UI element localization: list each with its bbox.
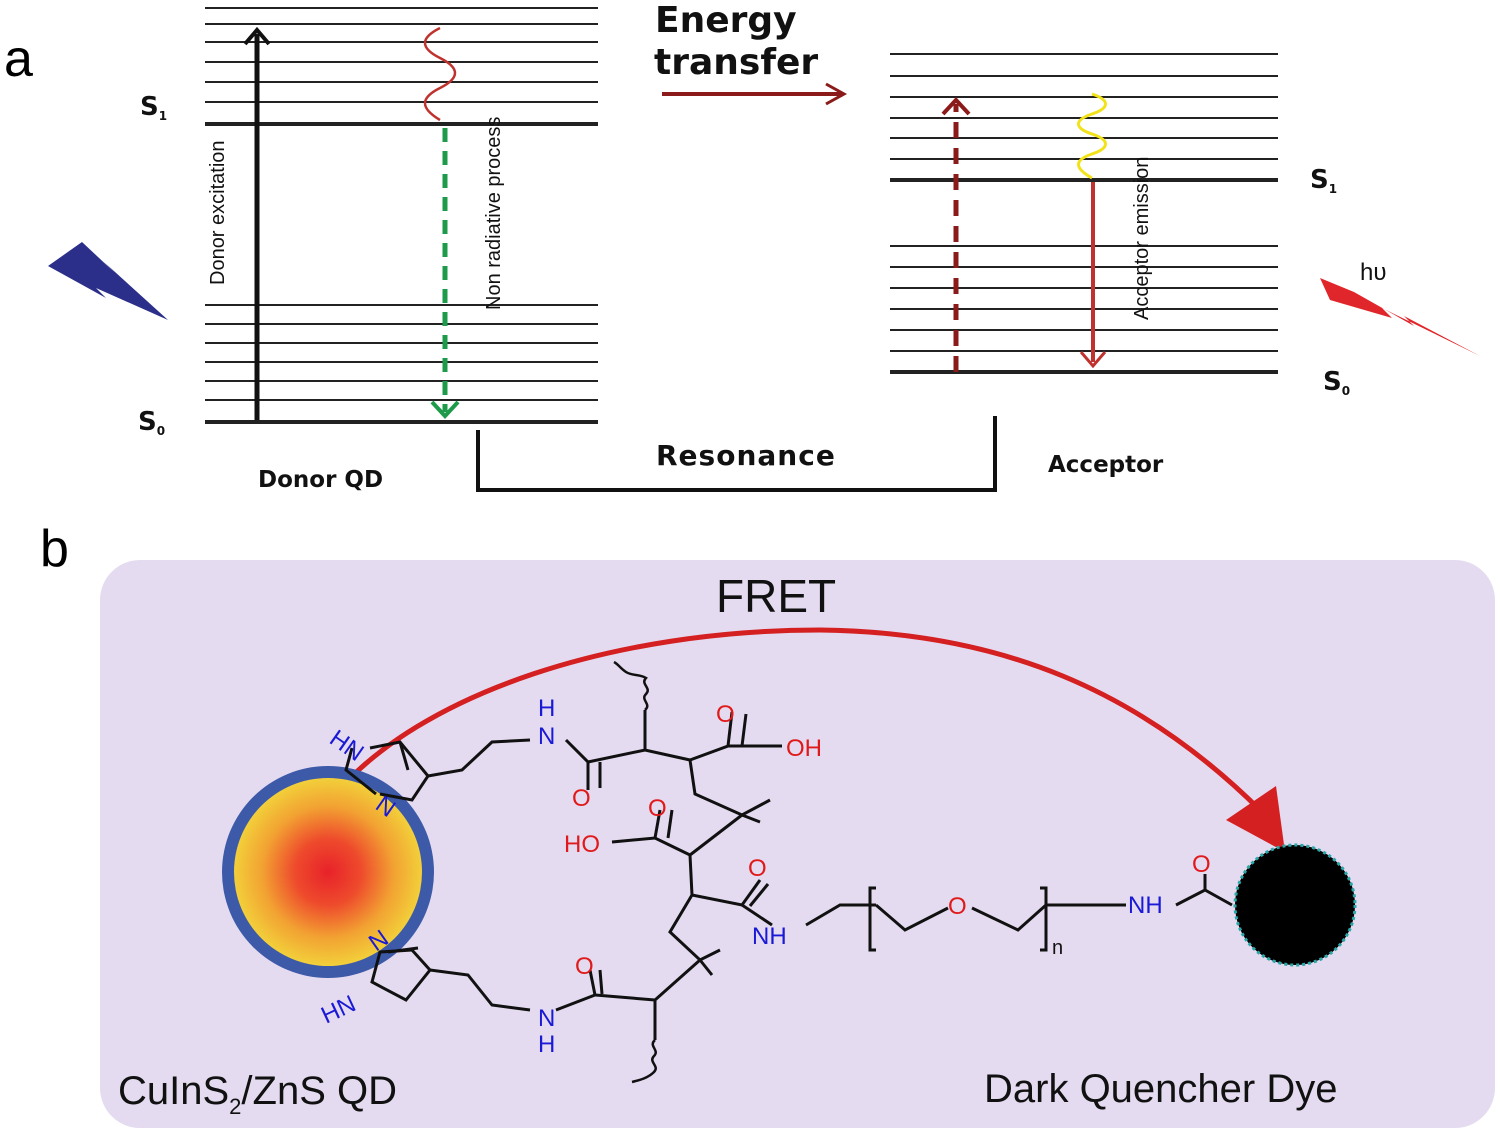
donor-excitation-label: Donor excitation	[207, 140, 229, 285]
atom-oh-1: OH	[786, 735, 822, 762]
resonance-bracket	[476, 416, 997, 492]
atom-n-amide-top: N	[538, 723, 555, 750]
atom-o-peg: O	[948, 893, 967, 920]
fret-arrowhead	[1226, 786, 1285, 852]
energy-transfer-line2: transfer	[654, 42, 818, 83]
atom-ho-1: HO	[564, 831, 600, 858]
donor-wavy-line	[423, 26, 457, 122]
panel-b-background	[100, 560, 1495, 1128]
acceptor-levels	[890, 53, 1278, 374]
dye-label: Dark Quencher Dye	[984, 1067, 1337, 1111]
resonance-label: Resonance	[656, 439, 836, 472]
excitation-lightning-icon	[48, 242, 168, 320]
qd-label: CuInS2/ZnS QD	[118, 1069, 397, 1119]
fret-label: FRET	[716, 570, 836, 622]
donor-s1-label: S1	[140, 92, 167, 123]
acceptor-emission-label: Acceptor emission	[1131, 157, 1153, 320]
chemical-bonds	[344, 710, 1233, 1040]
atom-o-4: O	[748, 855, 767, 882]
atom-o-dye: O	[1192, 851, 1211, 878]
panel-b-letter: b	[40, 520, 69, 578]
acceptor-emission-arrow	[1079, 182, 1107, 369]
donor-excitation-arrow	[243, 26, 271, 420]
atom-o-3: O	[648, 795, 667, 822]
photon-label: hυ	[1360, 259, 1386, 286]
panel-a-letter: a	[4, 30, 33, 88]
emission-lightning-icon	[1320, 278, 1480, 356]
donor-name: Donor QD	[258, 467, 383, 493]
atom-o-1: O	[572, 785, 591, 812]
energy-transfer-line1: Energy	[655, 0, 797, 41]
acceptor-wavy-line	[1077, 92, 1107, 180]
polymer-wavy-ends	[613, 660, 657, 1084]
atom-nh-2: NH	[1128, 892, 1163, 919]
atom-nh-1: NH	[752, 923, 787, 950]
donor-levels	[205, 7, 598, 424]
atom-h-top: H	[538, 695, 555, 722]
acceptor-name: Acceptor	[1048, 452, 1164, 478]
nonradiative-label: Non radiative process	[483, 117, 505, 310]
atom-n-amide-bot: N	[538, 1005, 555, 1032]
donor-s0-label: S0	[138, 407, 165, 438]
fret-arrow	[328, 627, 1264, 814]
nonradiative-arrow	[430, 128, 460, 419]
dark-quencher-dye	[1233, 843, 1357, 967]
energy-transfer-arrow	[662, 82, 848, 106]
atom-o-5: O	[575, 953, 594, 980]
atom-n-subscript: n	[1052, 937, 1063, 959]
acceptor-s1-label: S1	[1310, 165, 1337, 196]
acceptor-s0-label: S0	[1323, 367, 1350, 398]
atom-o-2: O	[716, 701, 735, 728]
quantum-dot	[222, 766, 434, 978]
acceptor-excitation-arrow	[941, 97, 971, 372]
atom-h-bot: H	[538, 1031, 555, 1058]
